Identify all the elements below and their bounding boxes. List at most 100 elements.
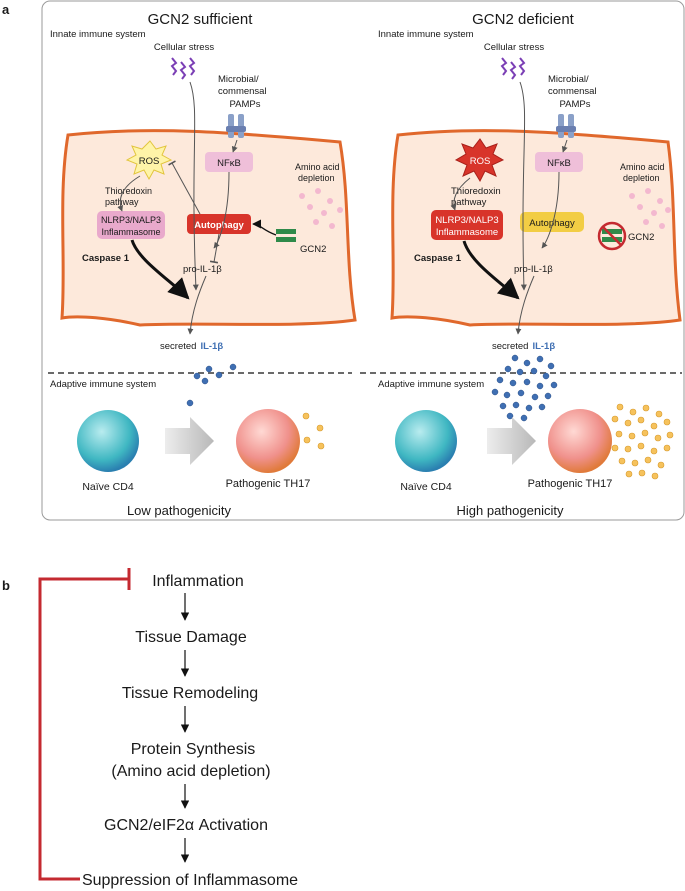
right-amino-label-2: depletion — [623, 173, 660, 183]
left-il1b-dots — [186, 363, 237, 407]
right-amino-label-1: Amino acid — [620, 162, 665, 172]
left-autophagy-inhibit-ros — [168, 160, 201, 215]
right-stress-bolt-icon — [500, 57, 526, 80]
left-ros-icon — [125, 140, 173, 181]
step-inflammation: Inflammation — [152, 573, 244, 590]
left-gcn2-arrow — [252, 219, 277, 236]
right-amino-dots — [629, 188, 671, 229]
left-ros-label: ROS — [139, 156, 160, 167]
left-nfkb-arrow — [213, 171, 230, 249]
right-nfkb-box — [535, 152, 583, 172]
left-amino-label-1: Amino acid — [295, 162, 340, 172]
right-title: GCN2 deficient — [472, 11, 575, 28]
left-nlrp3-label-2: Inflammasome — [101, 227, 160, 237]
right-ros-arrow — [450, 177, 471, 211]
left-autophagy-inhibit-il — [209, 233, 220, 264]
left-pamp-arrow — [231, 139, 238, 153]
step-suppression: Suppression of Inflammasome — [82, 872, 298, 889]
step-protein-synthesis: Protein Synthesis — [131, 741, 256, 758]
left-nlrp3-label-1: NLRP3/NALP3 — [101, 215, 161, 225]
right-gcn2-label: GCN2 — [628, 232, 654, 243]
right-cytokine-dots — [611, 403, 674, 480]
right-th17-label: Pathogenic TH17 — [528, 478, 613, 490]
right-differentiation-arrow — [487, 417, 536, 465]
right-adaptive-label: Adaptive immune system — [378, 379, 484, 390]
left-title: GCN2 sufficient — [148, 11, 254, 28]
right-nlrp3-label-2: Inflammasome — [436, 227, 498, 238]
left-autophagy-box — [187, 214, 251, 234]
left-ros-arrow — [117, 175, 141, 212]
right-naive-cd4-cell — [395, 410, 457, 472]
panel-b-label: b — [2, 578, 10, 593]
left-naive-label: Naïve CD4 — [82, 481, 134, 493]
left-proil-label: pro-IL-1β — [183, 264, 222, 275]
left-receptor-icon — [226, 114, 246, 138]
right-th17-cell — [548, 409, 612, 473]
left-gcn2-label: GCN2 — [300, 244, 326, 255]
gcn2-deficient-panel: GCN2 deficient Innate immune system Cell… — [360, 11, 682, 518]
right-nlrp3-box — [431, 210, 503, 240]
right-proil-label: pro-IL-1β — [514, 264, 553, 275]
left-caspase-label: Caspase 1 — [82, 253, 130, 264]
gcn2-sufficient-panel: GCN2 sufficient Innate immune system Cel… — [48, 11, 357, 518]
left-adaptive-label: Adaptive immune system — [50, 379, 156, 390]
left-th17-cell — [236, 409, 300, 473]
right-pamps-label: PAMPs — [560, 99, 591, 110]
right-ros-icon — [454, 138, 505, 183]
right-gcn2-blocked-icon — [597, 221, 627, 251]
right-nlrp3-label-1: NLRP3/NALP3 — [435, 215, 498, 226]
right-nfkb-arrow — [541, 171, 560, 249]
left-amino-label-2: depletion — [298, 173, 335, 183]
left-stress-bolt-icon — [170, 57, 196, 80]
right-ros-label: ROS — [470, 156, 491, 167]
right-pamp-arrow — [561, 139, 568, 153]
left-microbial-label-2: commensal — [218, 86, 267, 97]
left-thio-label-1: Thioredoxin — [105, 186, 152, 196]
left-differentiation-arrow — [165, 417, 214, 465]
left-outcome-label: Low pathogenicity — [127, 503, 232, 518]
right-caspase-arrow — [462, 240, 520, 300]
feedback-line — [38, 577, 128, 881]
left-nfkb-box — [205, 152, 253, 172]
right-innate-label: Innate immune system — [378, 29, 474, 40]
right-microbial-label-2: commensal — [548, 86, 597, 97]
panel-a-label: a — [2, 2, 10, 17]
left-thio-label-2: pathway — [105, 197, 139, 207]
right-il1b-dots — [491, 354, 558, 422]
left-stress-arrow — [189, 81, 199, 291]
left-innate-label: Innate immune system — [50, 29, 146, 40]
right-receptor-icon — [556, 114, 576, 138]
left-caspase-arrow — [130, 239, 190, 300]
right-autophagy-box — [520, 212, 584, 232]
left-amino-dots — [299, 188, 343, 229]
left-th17-label: Pathogenic TH17 — [226, 478, 311, 490]
right-caspase-label: Caspase 1 — [414, 253, 462, 264]
left-nfkb-label: NFκB — [217, 158, 241, 169]
step-amino-acid-depletion: (Amino acid depletion) — [111, 763, 270, 780]
left-nlrp3-box — [97, 211, 165, 239]
right-stress-arrow — [519, 81, 527, 291]
left-naive-cd4-cell — [77, 410, 139, 472]
right-stress-label: Cellular stress — [484, 42, 544, 53]
left-secretion-arrow — [187, 275, 207, 335]
right-thio-label-2: pathway — [451, 197, 487, 208]
right-outcome-label: High pathogenicity — [457, 503, 564, 518]
right-naive-label: Naïve CD4 — [400, 481, 452, 493]
right-microbial-label-1: Microbial/ — [548, 74, 589, 85]
right-autophagy-label: Autophagy — [529, 218, 575, 229]
right-thio-label-1: Thioredoxin — [451, 186, 501, 197]
right-secretion-arrow — [515, 275, 535, 335]
right-nfkb-label: NFκB — [547, 158, 571, 169]
step-tissue-damage: Tissue Damage — [135, 629, 247, 646]
step-tissue-remodeling: Tissue Remodeling — [122, 685, 258, 702]
left-microbial-label-1: Microbial/ — [218, 74, 259, 85]
left-cytokine-dots — [302, 412, 325, 450]
panel-b: b Inflammation Tissue Damage Tissue Remo… — [2, 568, 298, 889]
left-autophagy-label: Autophagy — [194, 220, 244, 231]
left-pamps-label: PAMPs — [230, 99, 261, 110]
left-stress-label: Cellular stress — [154, 42, 214, 53]
step-gcn2-activation: GCN2/eIF2α Activation — [104, 817, 268, 834]
